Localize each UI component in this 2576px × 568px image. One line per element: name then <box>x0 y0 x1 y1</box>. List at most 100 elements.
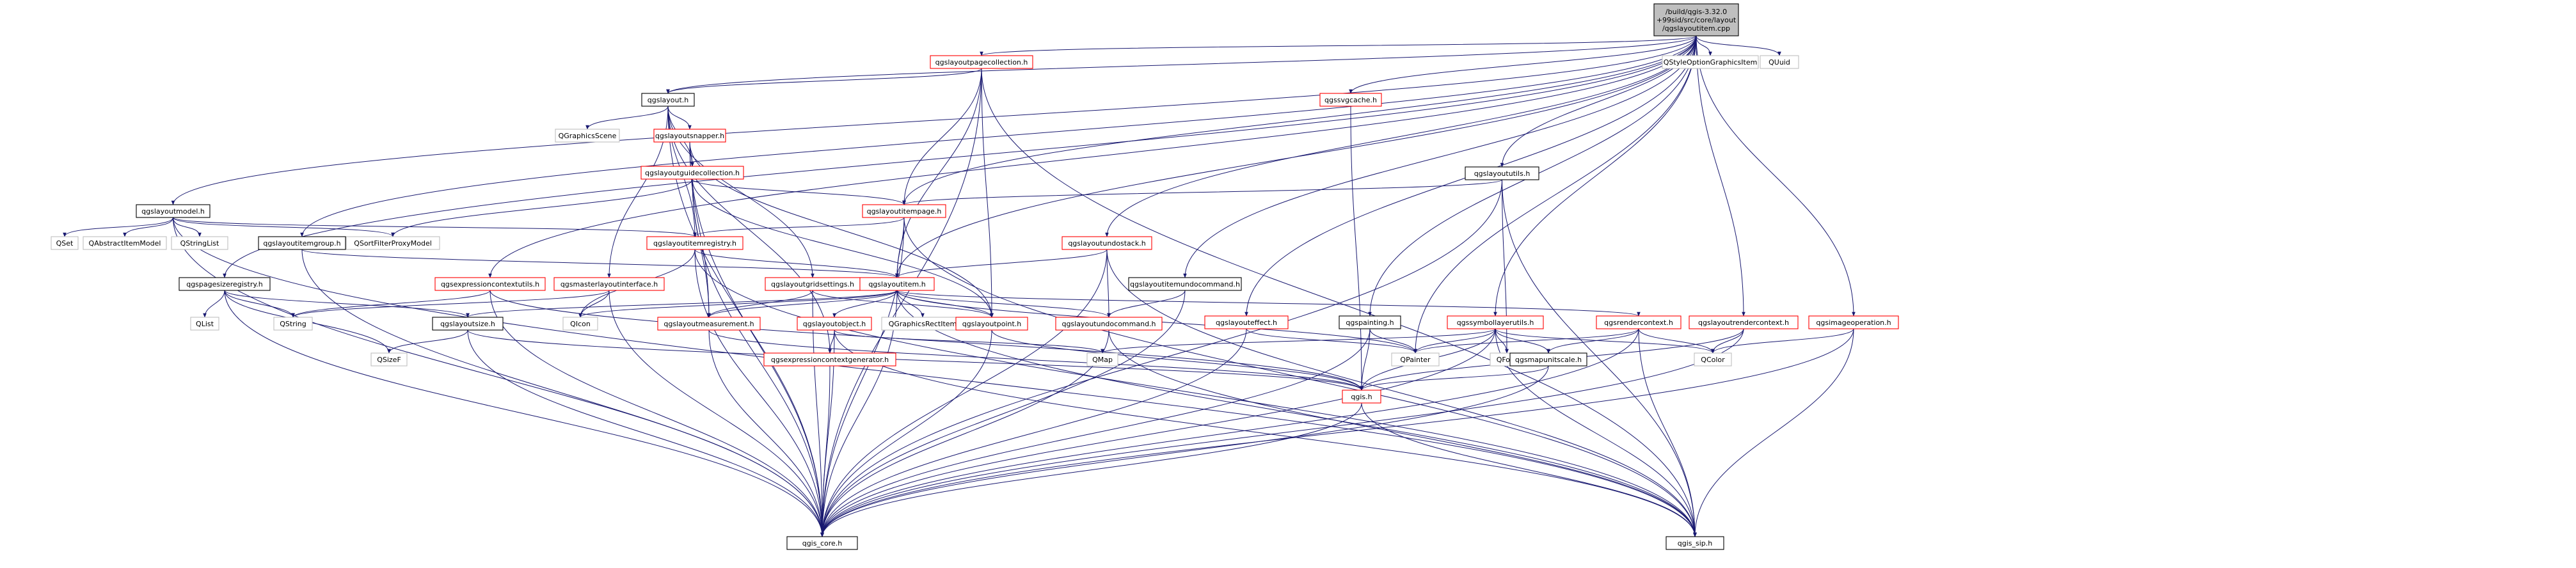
node-box-qcolor <box>1694 352 1732 367</box>
node-label-qgis: qgis.h <box>1351 393 1372 401</box>
node-box-qgssvgcache <box>1319 93 1382 107</box>
include-edge-qgslayoutguidecollection-to-qgslayoutitempage <box>692 178 906 205</box>
node-label-qsortfilterproxymodel: QSortFilterProxyModel <box>354 239 432 248</box>
node-qgslayoutrendercontext[interactable]: qgslayoutrendercontext.h <box>1689 315 1799 329</box>
include-edge-qgslayoutguidecollection-to-qsortfilterproxymodel <box>391 178 693 237</box>
node-qgsexpressioncontextgenerator[interactable]: qgsexpressioncontextgenerator.h <box>763 352 896 367</box>
node-qgslayoututils[interactable]: qgslayoututils.h <box>1465 166 1539 180</box>
include-edge-root-to-qgslayoutitemgroup <box>300 35 1697 237</box>
include-edge-qgis-to-qgis_core <box>820 402 1362 537</box>
node-label-qgslayoutitemundocommand: qgslayoutitemundocommand.h <box>1130 280 1240 288</box>
include-edge-qgslayout-to-qgsexpressioncontextgenerator <box>667 106 832 354</box>
node-qgslayoutundostack[interactable]: qgslayoutundostack.h <box>1061 236 1152 250</box>
node-qgsrendercontext[interactable]: qgsrendercontext.h <box>1596 315 1682 329</box>
include-edge-qgsrendercontext-to-qcolor <box>1638 328 1715 354</box>
node-label-qgsimageoperation: qgsimageoperation.h <box>1816 319 1891 327</box>
node-qgslayoutitemregistry[interactable]: qgslayoutitemregistry.h <box>646 236 743 250</box>
include-edge-qgslayoutitemregistry-to-qgis_core <box>694 249 824 537</box>
node-qgis_core[interactable]: qgis_core.h <box>786 536 858 550</box>
node-qgslayoutguidecollection[interactable]: qgslayoutguidecollection.h <box>640 166 744 180</box>
include-edge-qgslayoutpoint-to-qgis_core <box>820 329 992 537</box>
node-qgslayoutgridsettings[interactable]: qgslayoutgridsettings.h <box>765 277 861 291</box>
include-edge-qgsmasterlayoutinterface-to-qstring <box>291 290 610 318</box>
node-qgslayoutitemundocommand[interactable]: qgslayoutitemundocommand.h <box>1128 277 1242 291</box>
node-qgslayoutundocommand[interactable]: qgslayoutundocommand.h <box>1055 317 1163 331</box>
node-label-qgsmasterlayoutinterface: qgsmasterlayoutinterface.h <box>561 280 658 288</box>
include-edge-qgslayoutitem-to-qgslayoutundocommand <box>896 290 1111 318</box>
node-box-qgslayoutobject <box>797 317 872 331</box>
include-edge-root-to-qgslayout <box>666 35 1697 94</box>
include-edge-qgslayoutitemregistry-to-qgslayoutitem <box>694 249 899 278</box>
node-qgslayoutpoint[interactable]: qgslayoutpoint.h <box>955 317 1028 331</box>
include-edge-qgsexpressioncontextutils-to-qstring <box>291 290 491 318</box>
node-qgsmapunitscale[interactable]: qgsmapunitscale.h <box>1509 352 1587 367</box>
node-box-qgraphicsscene <box>555 129 620 143</box>
include-edge-qgslayoutitem-to-qgis_core <box>820 290 898 537</box>
node-label-qicon: QIcon <box>570 320 591 328</box>
node-qgis[interactable]: qgis.h <box>1342 390 1381 404</box>
node-qstring: QString <box>273 317 313 331</box>
node-box-root <box>1653 3 1739 36</box>
include-edge-qgslayoutitempage-to-qgis_core <box>820 217 905 537</box>
node-qgsimageoperation[interactable]: qgsimageoperation.h <box>1808 315 1899 329</box>
node-label-qstringlist: QStringList <box>180 239 219 248</box>
node-qset: QSet <box>51 236 79 250</box>
node-qgslayout[interactable]: qgslayout.h <box>641 93 695 107</box>
node-root[interactable]: /build/qgis-3.32.0+99sid/src/core/layout… <box>1653 3 1739 36</box>
node-qgslayoutitemgroup[interactable]: qgslayoutitemgroup.h <box>258 236 346 250</box>
include-edge-qgslayoutguidecollection-to-qgslayoutpoint <box>692 178 994 318</box>
include-edge-qgslayoutpagecollection-to-qgslayoutpoint <box>981 68 994 318</box>
node-qgis_sip[interactable]: qgis_sip.h <box>1666 536 1724 550</box>
node-label-qsizef: QSizeF <box>377 356 401 364</box>
node-qgssymbollayerutils[interactable]: qgssymbollayerutils.h <box>1447 315 1544 329</box>
node-box-qgsexpressioncontextutils <box>434 277 546 291</box>
node-box-qgsimageoperation <box>1808 315 1899 329</box>
node-qgspagesizeregistry[interactable]: qgspagesizeregistry.h <box>179 277 271 291</box>
node-qgslayoutpagecollection[interactable]: qgslayoutpagecollection.h <box>930 55 1033 69</box>
include-edge-qgslayoutitempage-to-qgslayoutitemregistry <box>693 217 905 237</box>
include-edge-qgssymbollayerutils-to-qgis_core <box>820 328 1496 537</box>
include-edge-root-to-qgslayoutrendercontext <box>1696 35 1745 317</box>
include-edge-qgslayouteffect-to-qpainter <box>1246 328 1417 354</box>
node-label-qgspagesizeregistry: qgspagesizeregistry.h <box>186 280 263 288</box>
node-label-qgraphicsrectitem: QGraphicsRectItem <box>889 320 957 328</box>
node-label-root-0: /build/qgis-3.32.0 <box>1666 8 1727 16</box>
node-box-qgslayoutsize <box>432 317 504 331</box>
node-qgslayoutitempage[interactable]: qgslayoutitempage.h <box>862 204 946 218</box>
node-label-qgslayoutsnapper: qgslayoutsnapper.h <box>655 132 724 140</box>
node-qstringlist: QStringList <box>171 236 228 250</box>
include-edge-qgslayoutrendercontext-to-qgis_core <box>820 328 1744 537</box>
node-qgslayoutobject[interactable]: qgslayoutobject.h <box>797 317 872 331</box>
node-box-qgslayouteffect <box>1204 315 1289 329</box>
node-label-qgslayoutguidecollection: qgslayoutguidecollection.h <box>645 169 740 177</box>
node-label-qgslayoutitem: qgslayoutitem.h <box>868 280 925 288</box>
node-qmap: QMap <box>1086 352 1118 367</box>
node-box-qgslayoutitemregistry <box>646 236 743 250</box>
node-label-qgslayoutgridsettings: qgslayoutgridsettings.h <box>771 280 854 288</box>
node-label-qgslayoutmeasurement: qgslayoutmeasurement.h <box>664 320 754 328</box>
node-label-qgslayoututils: qgslayoututils.h <box>1474 170 1530 178</box>
node-qgsexpressioncontextutils[interactable]: qgsexpressioncontextutils.h <box>434 277 546 291</box>
include-edge-qgslayoutsize-to-qsizef <box>387 329 468 354</box>
node-qgslayoutmeasurement[interactable]: qgslayoutmeasurement.h <box>657 317 761 331</box>
node-qgslayoutsnapper[interactable]: qgslayoutsnapper.h <box>653 129 726 143</box>
node-box-qgslayoutundocommand <box>1055 317 1163 331</box>
node-qlist: QList <box>190 317 219 331</box>
include-edge-qgspainting-to-qpainter <box>1369 328 1417 354</box>
node-box-qgis_sip <box>1666 536 1724 550</box>
node-label-qabstractitemmodel: QAbstractItemModel <box>89 239 161 248</box>
node-label-qgslayoutundostack: qgslayoutundostack.h <box>1068 239 1145 248</box>
node-qabstractitemmodel: QAbstractItemModel <box>83 236 167 250</box>
include-edge-qgsrendercontext-to-qgsmapunitscale <box>1546 328 1639 354</box>
node-qgslayoutsize[interactable]: qgslayoutsize.h <box>432 317 504 331</box>
node-qgssvgcache[interactable]: qgssvgcache.h <box>1319 93 1382 107</box>
node-qgslayoutmodel[interactable]: qgslayoutmodel.h <box>136 204 211 218</box>
node-qgsmasterlayoutinterface[interactable]: qgsmasterlayoutinterface.h <box>553 277 665 291</box>
node-label-qgis_core: qgis_core.h <box>802 539 843 548</box>
node-label-qgsrendercontext: qgsrendercontext.h <box>1604 319 1673 327</box>
include-edge-qgslayoutitem-to-qgslayoutmeasurement <box>707 290 898 318</box>
node-qgslayouteffect[interactable]: qgslayouteffect.h <box>1204 315 1289 329</box>
node-qgspainting[interactable]: qgspainting.h <box>1339 315 1401 329</box>
node-qgslayoutitem[interactable]: qgslayoutitem.h <box>859 277 935 291</box>
include-edge-root-to-qstyleoption <box>1696 35 1712 56</box>
